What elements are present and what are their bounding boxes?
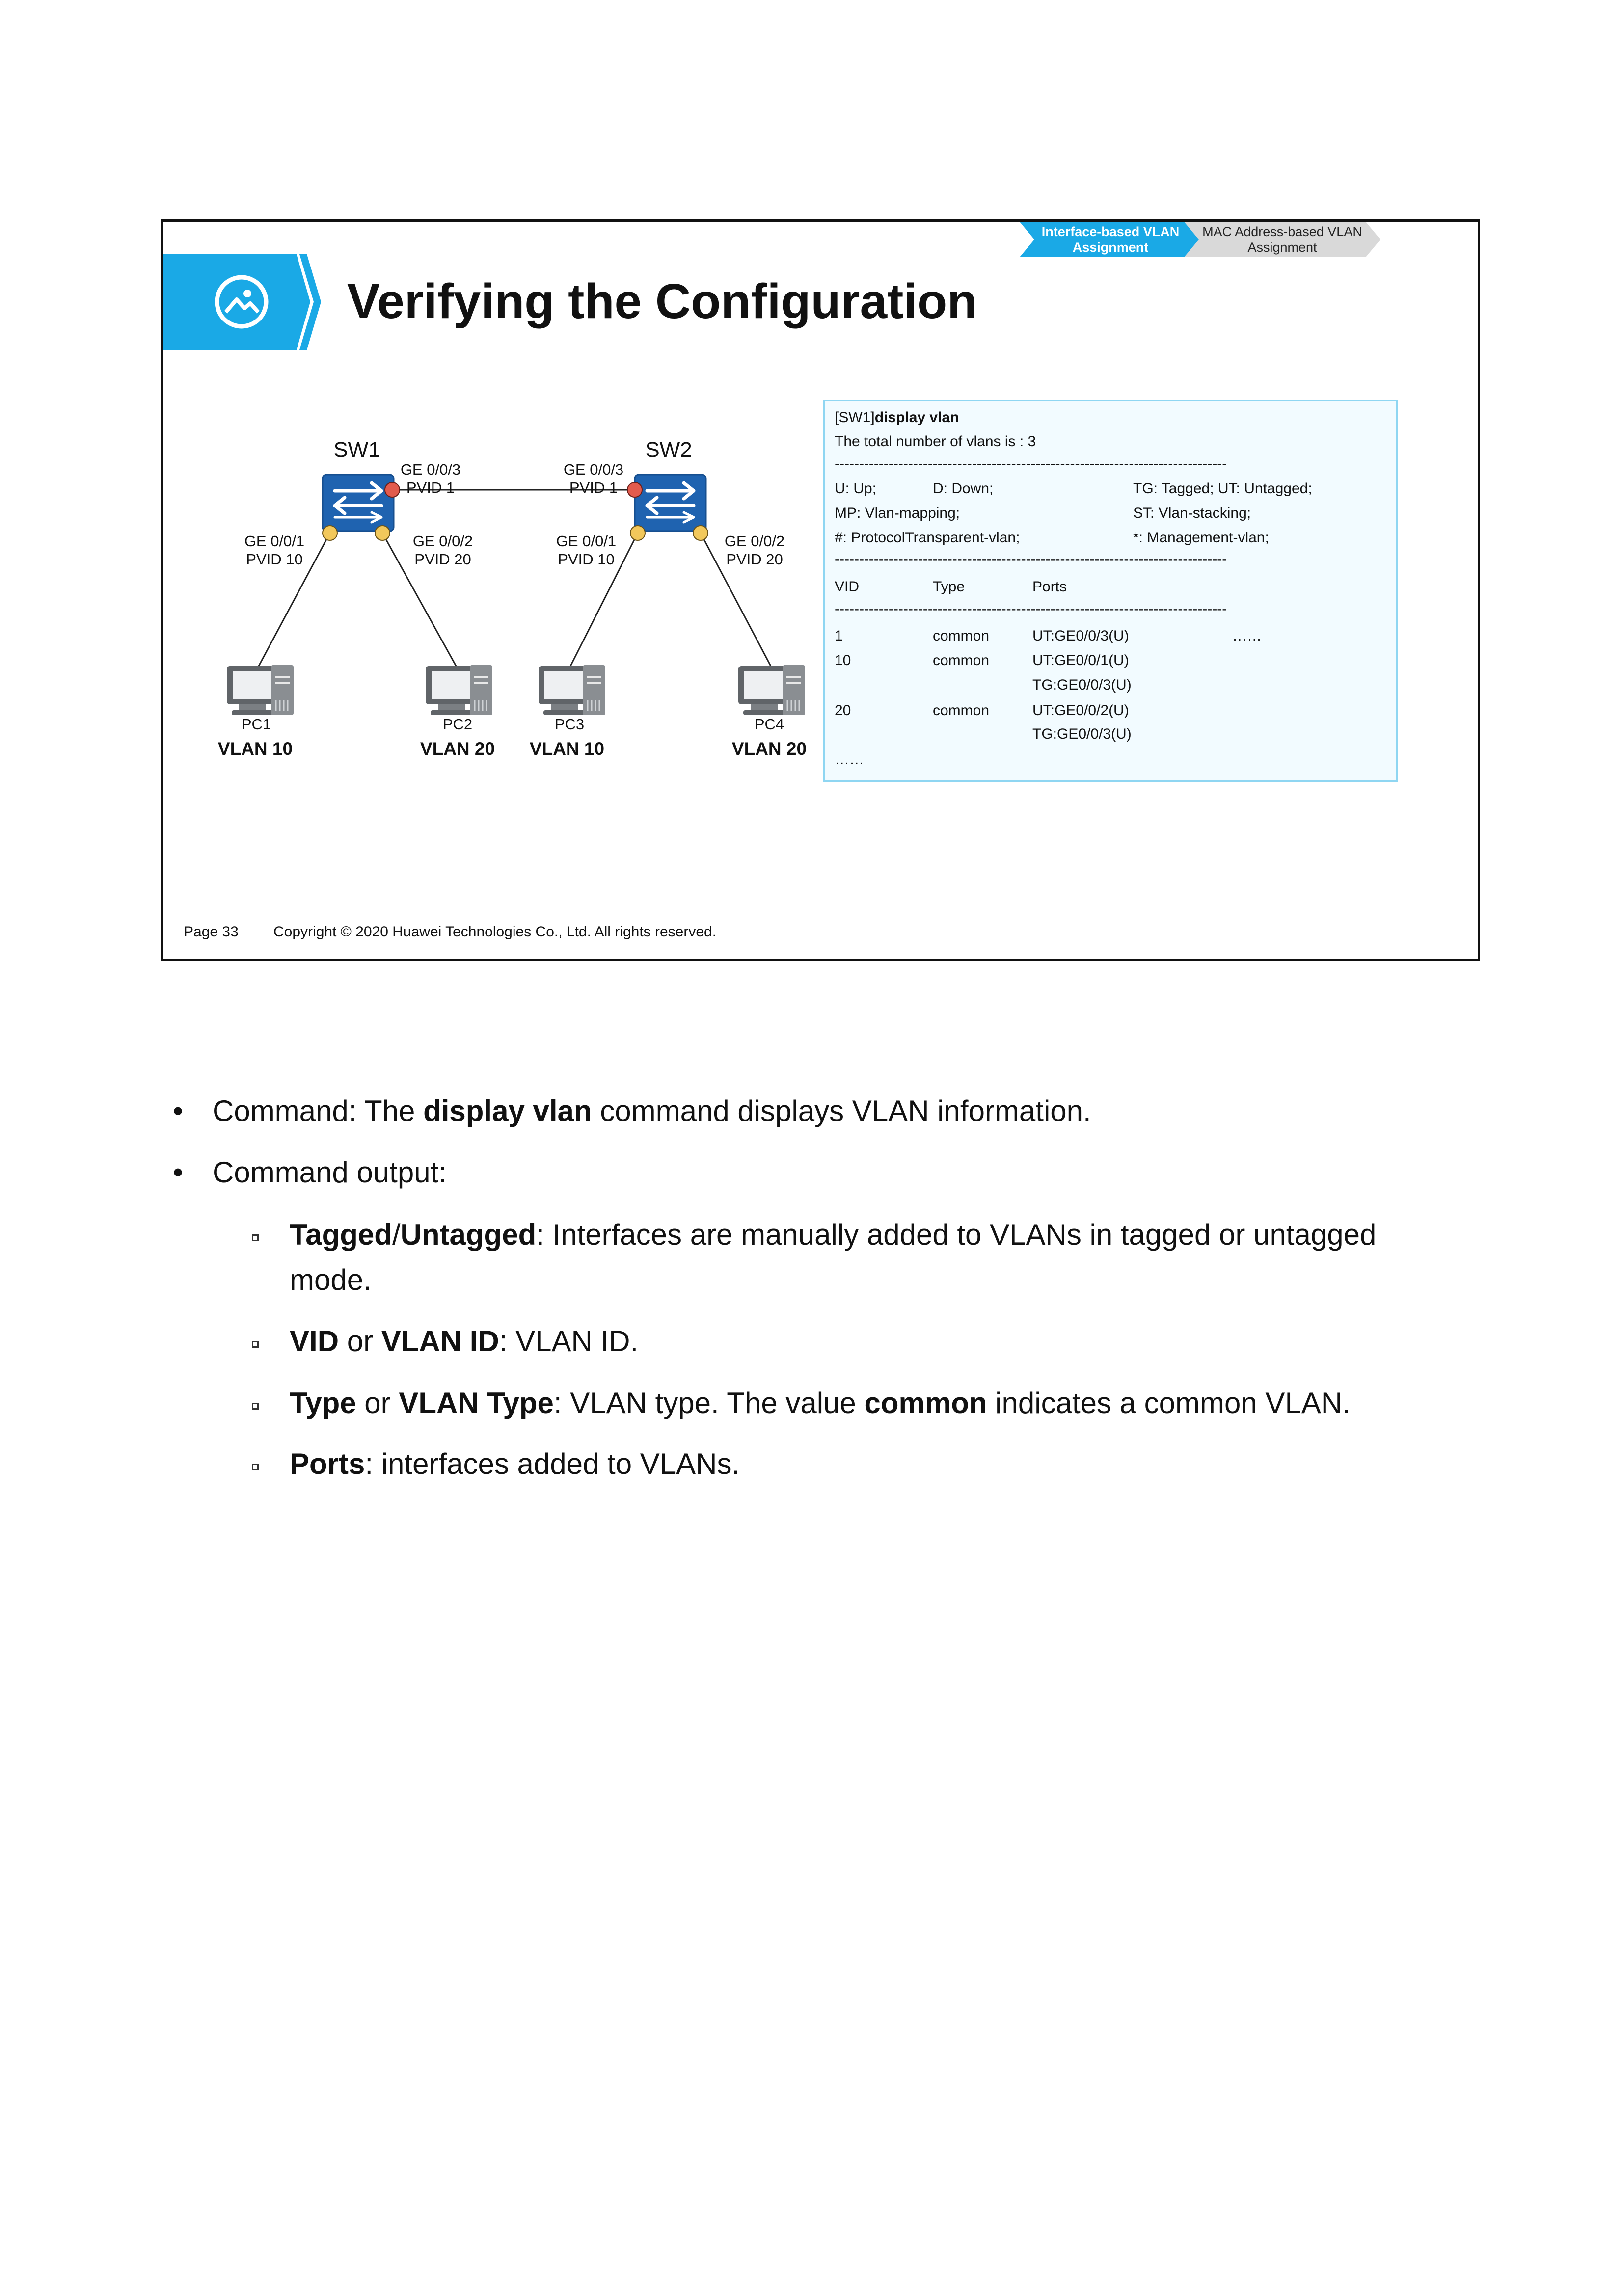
row-port: UT:GE0/0/3(U) (1032, 628, 1129, 644)
sw2-label: SW2 (645, 438, 692, 462)
sub-bullet-square (252, 1403, 259, 1410)
breadcrumb-inactive-line1: MAC Address-based VLAN (1202, 224, 1362, 239)
pc1-label: PC1 (241, 716, 271, 733)
breadcrumb-inactive-shape (1184, 222, 1380, 257)
output-command-line: [SW1]display vlan (835, 409, 959, 426)
header-vid: VID (835, 579, 860, 595)
output-separator: ----------------------------------------… (835, 455, 1227, 472)
pc4-vlan-label: VLAN 20 (731, 739, 807, 759)
slide-frame: Interface-based VLAN Assignment MAC Addr… (161, 219, 1480, 961)
row-port: TG:GE0/0/3(U) (1032, 677, 1132, 693)
pc2-vlan-label: VLAN 20 (420, 739, 495, 759)
pc1-computer-icon[interactable] (227, 665, 294, 715)
breadcrumb-inactive-tab[interactable]: MAC Address-based VLAN Assignment (1184, 222, 1380, 257)
output-separator: ----------------------------------------… (835, 601, 1227, 617)
pc4-computer-icon[interactable] (738, 665, 805, 715)
row-vid: 1 (835, 628, 843, 644)
sw2-ge002-port (693, 525, 708, 541)
sw2-pc3-link (569, 533, 639, 667)
breadcrumb-active-shape (1020, 222, 1201, 257)
title-tag (163, 254, 321, 350)
header-ports: Ports (1032, 579, 1067, 595)
sw1-port2-label: GE 0/0/2 PVID 20 (412, 533, 473, 568)
pc3-vlan-label: VLAN 10 (529, 739, 605, 759)
sw1-switch-icon[interactable] (322, 474, 395, 532)
legend-vlan-mapping: MP: Vlan-mapping; (835, 505, 960, 521)
output-separator: ----------------------------------------… (835, 551, 1227, 567)
breadcrumb-active-tab[interactable]: Interface-based VLAN Assignment (1020, 222, 1201, 257)
bullet-dot: • (173, 1156, 184, 1189)
sw1-ge003-port (384, 482, 400, 498)
output-ellipsis: …… (835, 751, 864, 768)
sw2-uplink-label: GE 0/0/3 PVID 1 (563, 461, 624, 496)
sw1-uplink-label: GE 0/0/3 PVID 1 (400, 461, 461, 496)
sw2-ge001-port (630, 525, 646, 541)
legend-management-vlan: *: Management-vlan; (1133, 530, 1269, 546)
sw2-ge003-port (627, 482, 643, 498)
breadcrumb-active-line2: Assignment (1072, 240, 1149, 255)
sw2-port2-label: GE 0/0/2 PVID 20 (724, 533, 785, 568)
sw1-pc2-link (381, 533, 457, 667)
note-ports: Ports: interfaces added to VLANs. (290, 1447, 740, 1480)
sw2-pc4-link (700, 533, 772, 667)
network-topology-diagram (227, 474, 805, 715)
pc3-label: PC3 (554, 716, 585, 733)
header-type: Type (933, 579, 965, 595)
note-command: Command: The display vlan command displa… (213, 1095, 1091, 1127)
pc2-computer-icon[interactable] (426, 665, 492, 715)
row-vid: 10 (835, 652, 851, 668)
pc3-computer-icon[interactable] (539, 665, 605, 715)
output-total: The total number of vlans is : 3 (835, 433, 1036, 450)
legend-down: D: Down; (933, 481, 994, 497)
legend-vlan-stacking: ST: Vlan-stacking; (1133, 505, 1251, 521)
footer-copyright: Copyright © 2020 Huawei Technologies Co.… (273, 924, 717, 940)
sw1-pc1-link (258, 533, 331, 667)
sw2-switch-icon[interactable] (634, 474, 707, 532)
command-output-box: [SW1]display vlan The total number of vl… (823, 400, 1398, 782)
note-type: Type or VLAN Type: VLAN type. The value … (290, 1387, 1351, 1419)
sub-bullet-square (252, 1464, 259, 1470)
row-more: …… (1232, 628, 1262, 644)
row-port: UT:GE0/0/2(U) (1032, 702, 1129, 719)
row-port: UT:GE0/0/1(U) (1032, 652, 1129, 668)
breadcrumb-inactive-line2: Assignment (1247, 240, 1317, 255)
sw1-ge001-port (322, 525, 338, 541)
legend-up: U: Up; (835, 481, 877, 497)
row-type: common (933, 702, 990, 719)
legend-protocol-transparent: #: ProtocolTransparent-vlan; (835, 530, 1020, 546)
note-vid: VID or VLAN ID: VLAN ID. (290, 1325, 639, 1358)
note-command-output: Command output: (213, 1156, 447, 1189)
sub-bullet-square (252, 1234, 259, 1241)
image-icon (215, 275, 269, 329)
pc1-vlan-label: VLAN 10 (217, 739, 293, 759)
title-tag-chevron (299, 254, 321, 350)
footer-page-number: Page 33 (184, 924, 239, 940)
sw1-label: SW1 (333, 438, 380, 462)
legend-tagged-untagged: TG: Tagged; UT: Untagged; (1133, 481, 1312, 497)
output-command: display vlan (874, 409, 959, 426)
sw2-port1-label: GE 0/0/1 PVID 10 (556, 533, 617, 568)
note-tagged-untagged: Tagged/Untagged: Interfaces are manually… (290, 1218, 1377, 1296)
row-vid: 20 (835, 702, 851, 719)
row-port: TG:GE0/0/3(U) (1032, 726, 1132, 742)
pc2-label: PC2 (442, 716, 473, 733)
sw1-ge002-port (375, 525, 390, 541)
row-type: common (933, 628, 990, 644)
bullet-dot: • (173, 1095, 184, 1127)
row-type: common (933, 652, 990, 668)
sw1-port1-label: GE 0/0/1 PVID 10 (244, 533, 305, 568)
breadcrumb-active-line1: Interface-based VLAN (1041, 224, 1180, 239)
slide-title: Verifying the Configuration (347, 274, 977, 329)
pc4-label: PC4 (754, 716, 784, 733)
sub-bullet-square (252, 1341, 259, 1348)
